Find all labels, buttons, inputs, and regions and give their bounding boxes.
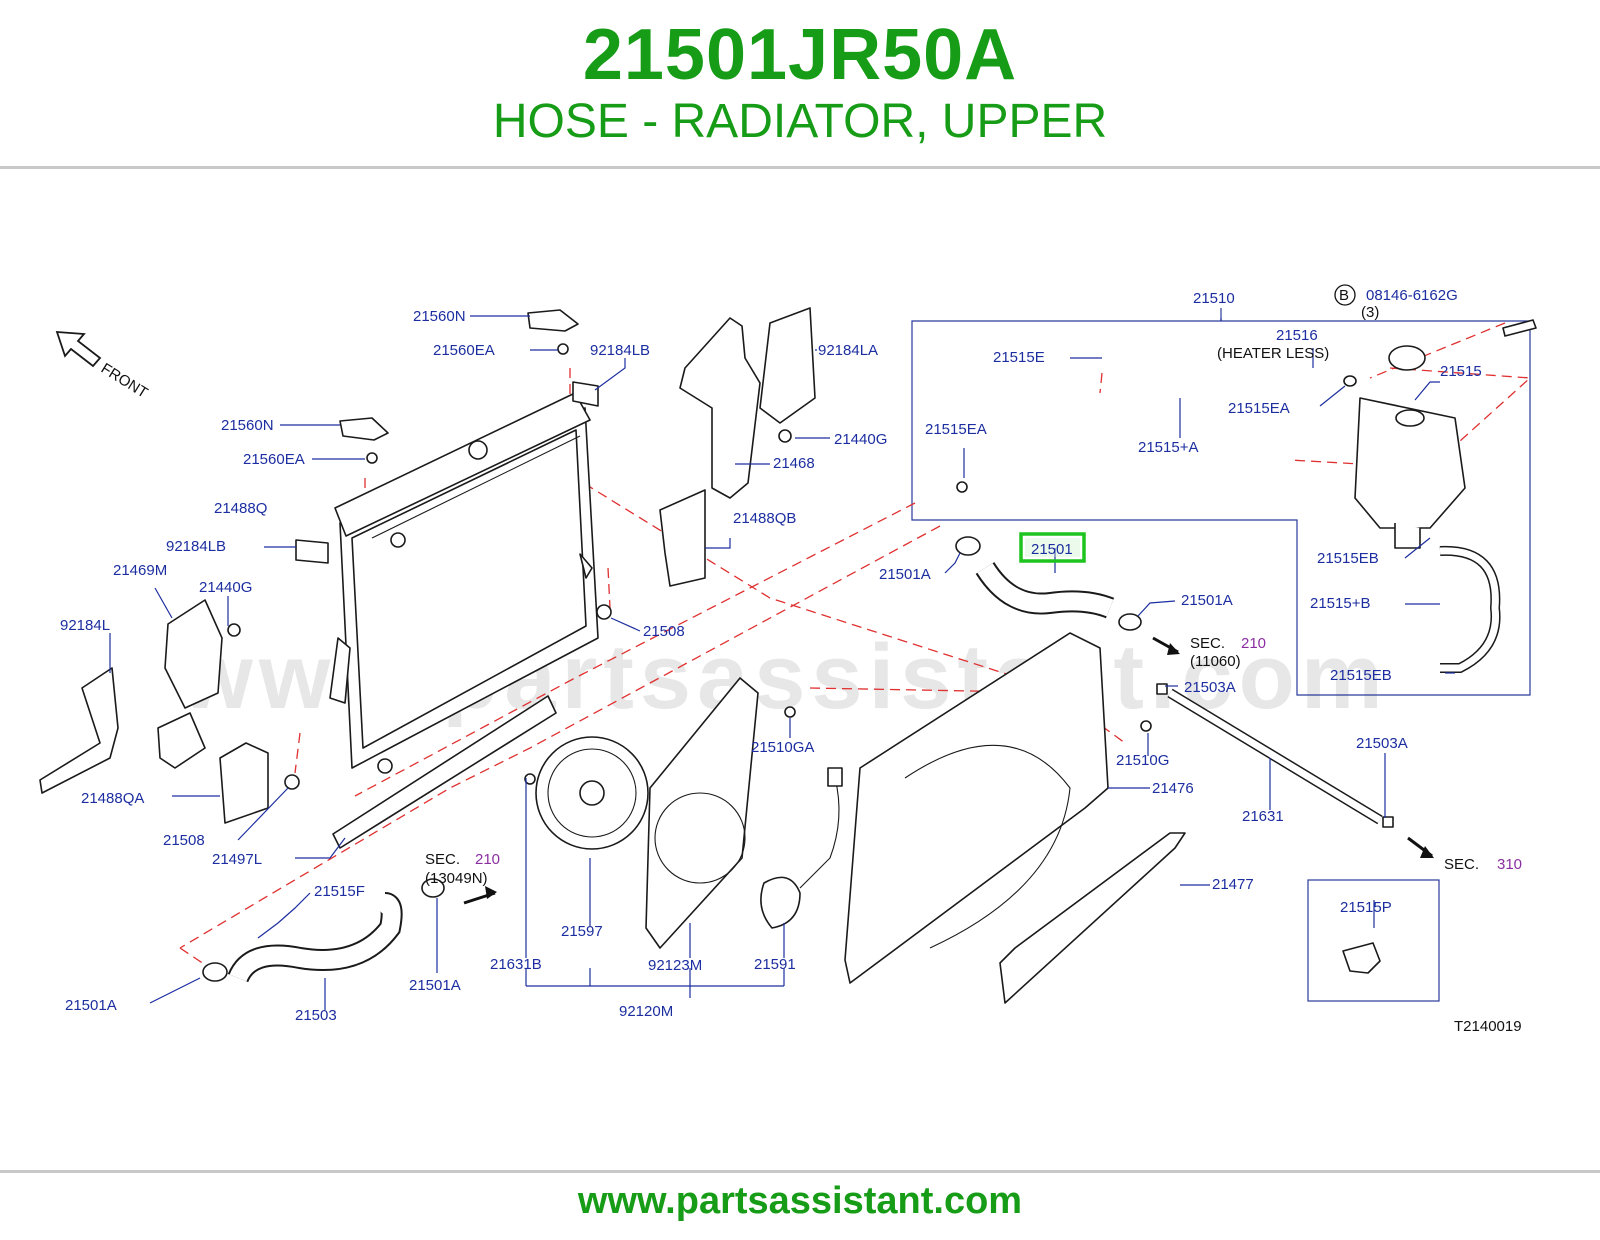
label-21560EA-mid: 21560EA: [243, 451, 305, 468]
label-21488QA: 21488QA: [81, 790, 144, 807]
clip-detail-box: [1307, 879, 1440, 1002]
bolt-part-number: 08146-6162G: [1366, 287, 1458, 304]
highlighted-part-label: 21501: [1031, 541, 1073, 558]
label-21469M: 21469M: [113, 562, 167, 579]
sec-ref-3-number: 310: [1497, 856, 1522, 873]
hose-clamps: [202, 319, 1537, 982]
label-21488QB: 21488QB: [733, 510, 796, 527]
radiator-assembly: [329, 392, 599, 849]
label-21515EA-right: 21515EA: [1228, 400, 1290, 417]
label-92123M: 92123M: [648, 957, 702, 974]
fan-motor-assembly: [535, 677, 843, 949]
heater-less-note: (HEATER LESS): [1217, 345, 1329, 362]
label-21515: 21515: [1440, 363, 1482, 380]
front-label: FRONT: [98, 360, 151, 402]
label-21560N-top: 21560N: [413, 308, 466, 325]
label-21515-plus-A: 21515+A: [1138, 439, 1198, 456]
reservoir-tank: [1354, 345, 1466, 549]
label-21510GA: 21510GA: [751, 739, 814, 756]
label-21468: 21468: [773, 455, 815, 472]
leader-lines: [109, 315, 1455, 1010]
sec-ref-1-sub: (11060): [1190, 653, 1241, 670]
bolt-symbol-circle: [1334, 284, 1356, 306]
label-21631B: 21631B: [490, 956, 542, 973]
reservoir-hose-inner: [968, 366, 1321, 489]
label-21515EB-top: 21515EB: [1317, 550, 1379, 567]
sec-ref-1-label: SEC.: [1190, 635, 1225, 652]
page-header: 21501JR50A HOSE - RADIATOR, UPPER: [0, 0, 1600, 168]
bypass-tube-inner: [1168, 690, 1382, 823]
sec-ref-2-label: SEC.: [425, 851, 460, 868]
label-21501A-upper-left: 21501A: [879, 566, 931, 583]
sec-ref-3-label: SEC.: [1444, 856, 1479, 873]
footer-divider: [0, 1170, 1600, 1173]
sec-arrow-11060-head: [1167, 643, 1180, 655]
drawing-code: T2140019: [1454, 1018, 1522, 1035]
radiator-shroud: [844, 632, 1186, 1004]
bolt-quantity: (3): [1361, 304, 1379, 321]
label-21508-right: 21508: [643, 623, 685, 640]
label-21516: 21516: [1276, 327, 1318, 344]
label-21515F: 21515F: [314, 883, 365, 900]
label-21476: 21476: [1152, 780, 1194, 797]
left-air-guides: [39, 599, 300, 824]
label-92184LA: 92184LA: [818, 342, 878, 359]
overflow-hose-inner: [1439, 547, 1500, 672]
label-21560N-mid: 21560N: [221, 417, 274, 434]
label-21503: 21503: [295, 1007, 337, 1024]
highlight-fill: [1025, 538, 1080, 557]
label-21560EA-top: 21560EA: [433, 342, 495, 359]
label-21497L: 21497L: [212, 851, 262, 868]
sec-arrow-13049n-head: [485, 886, 497, 899]
label-21501A-upper-right: 21501A: [1181, 592, 1233, 609]
label-21515-plus-B: 21515+B: [1310, 595, 1370, 612]
label-21503A-lower: 21503A: [1356, 735, 1408, 752]
label-21501A-lower-right: 21501A: [409, 977, 461, 994]
front-arrow-icon: [55, 331, 102, 368]
footer-website-url: www.partsassistant.com: [577, 1180, 1023, 1222]
lower-radiator-hose-inner: [229, 894, 401, 983]
sec-arrow-310-head: [1420, 846, 1434, 858]
hose-clip-21515P: [1342, 942, 1381, 974]
label-21440G-right: 21440G: [834, 431, 887, 448]
right-air-guides: [596, 307, 816, 620]
label-21510G: 21510G: [1116, 752, 1169, 769]
part-labels: 21560N 21560EA 92184LB 21560N 21560EA 21…: [60, 290, 1482, 1024]
sec-ref-2-sub: (13049N): [425, 870, 488, 887]
reservoir-hose: [969, 369, 1321, 486]
bolt-symbol: B: [1339, 287, 1349, 304]
upper-mount-brackets: [295, 309, 599, 564]
label-92184LB-top: 92184LB: [590, 342, 650, 359]
label-21477: 21477: [1212, 876, 1254, 893]
label-21631: 21631: [1242, 808, 1284, 825]
label-21515EB-bottom: 21515EB: [1330, 667, 1392, 684]
label-21597: 21597: [561, 923, 603, 940]
label-21503A-upper: 21503A: [1184, 679, 1236, 696]
sec-ref-1-number: 210: [1241, 635, 1266, 652]
header-divider: [0, 166, 1600, 169]
label-21515P: 21515P: [1340, 899, 1392, 916]
label-21440G-left: 21440G: [199, 579, 252, 596]
label-21501A-lower-left: 21501A: [65, 997, 117, 1014]
label-21591: 21591: [754, 956, 796, 973]
label-21515EA-left: 21515EA: [925, 421, 987, 438]
part-number-title: 21501JR50A: [582, 15, 1018, 95]
parts-diagram-canvas: www.partsassistant.com FRONT: [39, 284, 1537, 1035]
parts-diagram: www.partsassistant.com FRONT: [0, 168, 1600, 1170]
label-21508-left: 21508: [163, 832, 205, 849]
label-92184LB-left: 92184LB: [166, 538, 226, 555]
label-92120M: 92120M: [619, 1003, 673, 1020]
label-92184L: 92184L: [60, 617, 110, 634]
label-21488Q: 21488Q: [214, 500, 267, 517]
label-21515E: 21515E: [993, 349, 1045, 366]
upper-radiator-hose-inner: [977, 563, 1114, 617]
part-name-subtitle: HOSE - RADIATOR, UPPER: [492, 95, 1108, 148]
highlight-box: [1019, 532, 1086, 563]
sec-ref-2-number: 210: [475, 851, 500, 868]
label-21510: 21510: [1193, 290, 1235, 307]
